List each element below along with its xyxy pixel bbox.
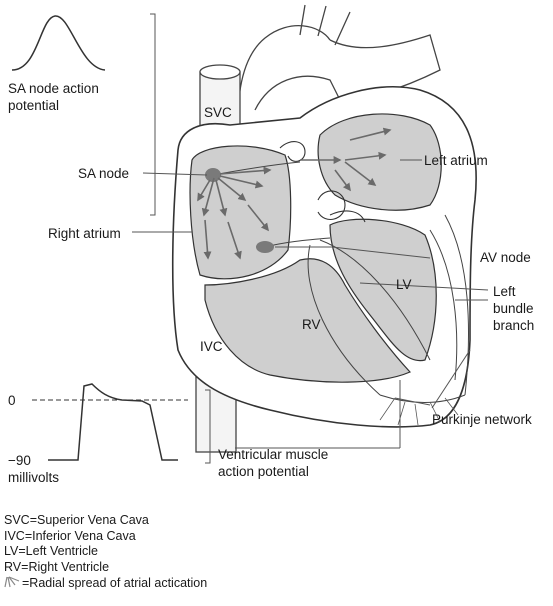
radial-arrows-icon <box>4 575 22 589</box>
lv-label: LV <box>396 276 412 293</box>
sa-bracket <box>150 14 155 215</box>
sa-action-potential-wave <box>12 16 105 70</box>
left-bundle-branch-line3: branch <box>493 317 534 334</box>
sa-action-potential-label: SA node action potential <box>8 80 99 114</box>
legend: SVC=Superior Vena Cava IVC=Inferior Vena… <box>4 513 207 592</box>
av-node-label: AV node <box>480 249 531 266</box>
ventricular-action-potential-line1: Ventricular muscle <box>218 446 328 463</box>
legend-radial-text: =Radial spread of atrial actication <box>22 576 207 590</box>
legend-lv: LV=Left Ventricle <box>4 544 207 560</box>
ventricular-action-potential-line2: action potential <box>218 463 328 480</box>
ventricular-action-potential-label: Ventricular muscle action potential <box>218 446 328 480</box>
rv-label: RV <box>302 316 321 333</box>
minus-90-label: −90 <box>8 452 31 469</box>
right-atrium-label: Right atrium <box>48 225 121 242</box>
left-bundle-branch-line2: bundle <box>493 300 534 317</box>
sa-action-potential-line2: potential <box>8 97 99 114</box>
av-node <box>256 241 274 253</box>
purkinje-network-label: Purkinje network <box>432 411 532 428</box>
sa-node-label: SA node <box>78 165 129 182</box>
legend-radial: =Radial spread of atrial actication <box>4 575 207 592</box>
zero-mv-label: 0 <box>8 392 16 409</box>
legend-svc: SVC=Superior Vena Cava <box>4 513 207 529</box>
legend-rv: RV=Right Ventricle <box>4 560 207 576</box>
left-bundle-branch-line1: Left <box>493 283 534 300</box>
left-atrium-label: Left atrium <box>424 152 488 169</box>
sa-action-potential-line1: SA node action <box>8 80 99 97</box>
left-bundle-branch-label: Left bundle branch <box>493 283 534 334</box>
left-atrium-chamber <box>318 114 441 210</box>
millivolts-label: millivolts <box>8 469 59 486</box>
svc-label: SVC <box>204 104 232 121</box>
ventricular-action-potential-wave <box>48 384 178 460</box>
ivc-label: IVC <box>200 338 223 355</box>
legend-ivc: IVC=Inferior Vena Cava <box>4 529 207 545</box>
